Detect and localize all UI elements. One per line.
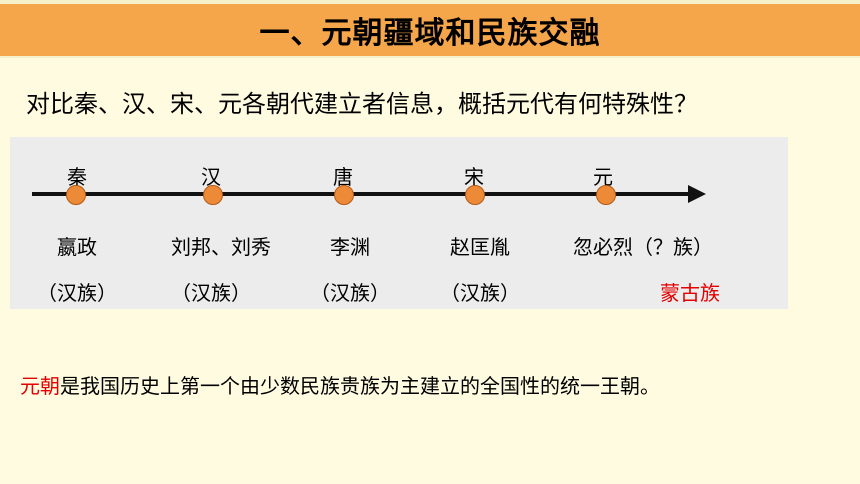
timeline-panel: 秦 嬴政 （汉族） 汉 刘邦、刘秀 （汉族） 唐 李渊 （汉族） 宋 赵匡胤 （… bbox=[10, 137, 788, 309]
dynasty-label-qin: 秦 bbox=[67, 165, 87, 189]
dynasty-label-han: 汉 bbox=[201, 165, 221, 189]
ethnicity-qin: （汉族） bbox=[37, 281, 117, 305]
founder-qin: 嬴政 bbox=[57, 235, 97, 259]
timeline-dot-song bbox=[465, 185, 485, 205]
ethnicity-tang: （汉族） bbox=[310, 281, 390, 305]
conclusion-text: 元朝是我国历史上第一个由少数民族贵族为主建立的全国性的统一王朝。 bbox=[20, 370, 660, 399]
conclusion-rest: 是我国历史上第一个由少数民族贵族为主建立的全国性的统一王朝。 bbox=[60, 374, 660, 398]
timeline-dot-han bbox=[203, 185, 223, 205]
dynasty-label-song: 宋 bbox=[464, 165, 484, 189]
ethnicity-song: （汉族） bbox=[440, 281, 520, 305]
conclusion-highlight: 元朝 bbox=[20, 374, 60, 398]
founder-yuan: 忽必烈（？族） bbox=[573, 235, 713, 259]
timeline-dot-qin bbox=[66, 185, 86, 205]
dynasty-label-tang: 唐 bbox=[333, 165, 353, 189]
dynasty-label-yuan: 元 bbox=[593, 165, 613, 189]
timeline-arrow-icon bbox=[688, 185, 706, 203]
founder-tang: 李渊 bbox=[330, 235, 370, 259]
slide-title: 一、元朝疆域和民族交融 bbox=[259, 16, 601, 51]
timeline-dot-yuan bbox=[596, 185, 616, 205]
timeline-axis bbox=[32, 192, 692, 196]
ethnicity-yuan: 蒙古族 bbox=[660, 281, 720, 305]
timeline-dot-tang bbox=[334, 185, 354, 205]
ethnicity-han: （汉族） bbox=[171, 281, 251, 305]
title-band: 一、元朝疆域和民族交融 bbox=[0, 4, 860, 56]
question-text: 对比秦、汉、宋、元各朝代建立者信息，概括元代有何特殊性？ bbox=[26, 90, 698, 118]
founder-han: 刘邦、刘秀 bbox=[171, 235, 271, 259]
founder-song: 赵匡胤 bbox=[450, 235, 510, 259]
